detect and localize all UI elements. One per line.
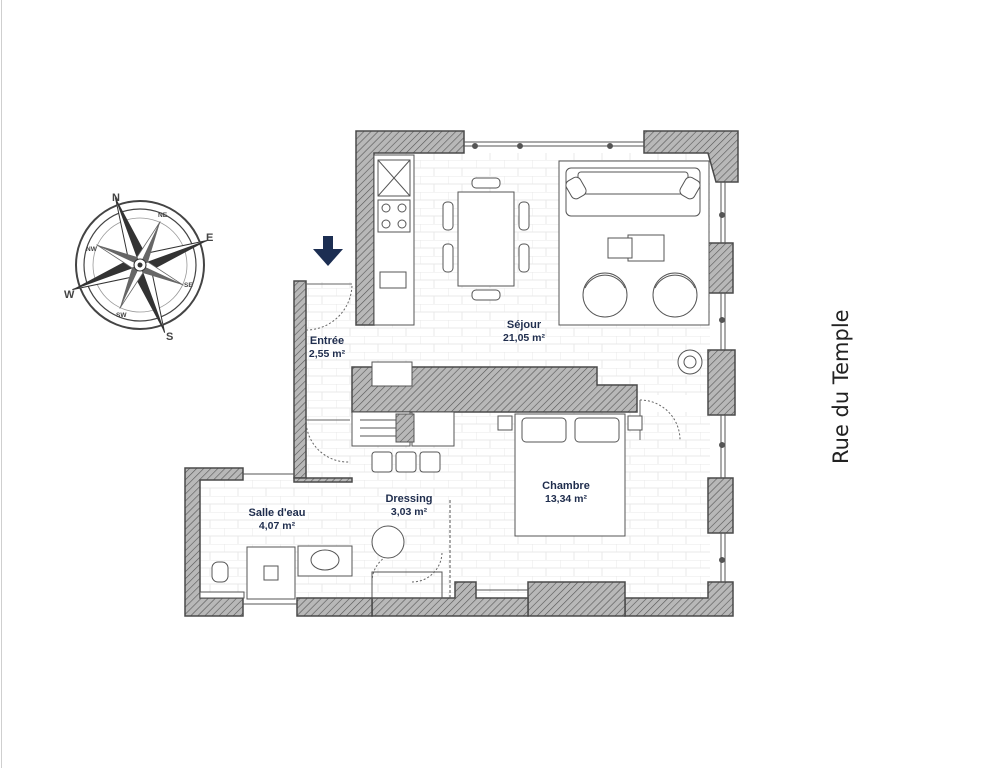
room-name-salle-eau: Salle d'eau	[248, 507, 305, 519]
compass-label-e: E	[206, 232, 213, 244]
compass-label-ne: NE	[158, 212, 168, 219]
compass-label-se: SE	[184, 282, 193, 289]
room-label-sejour: Séjour 21,05 m²	[503, 319, 546, 344]
room-name-dressing: Dressing	[385, 493, 432, 505]
compass-label-w: W	[64, 289, 75, 301]
walls	[184, 130, 739, 617]
room-label-chambre: Chambre 13,34 m²	[542, 480, 590, 505]
living-set	[558, 160, 710, 375]
room-name-sejour: Séjour	[507, 319, 542, 331]
windows	[243, 141, 726, 605]
compass-label-nw: NW	[86, 246, 98, 253]
room-area-entree: 2,55 m²	[309, 348, 346, 360]
room-label-salle-eau: Salle d'eau 4,07 m²	[248, 507, 305, 532]
room-area-chambre: 13,34 m²	[545, 493, 588, 505]
room-name-chambre: Chambre	[542, 480, 590, 492]
dressing-set	[351, 411, 455, 599]
dining-set	[442, 177, 530, 301]
room-label-entree: Entrée 2,55 m²	[309, 335, 346, 360]
compass-label-n: N	[112, 192, 120, 204]
street-name: Rue du Temple	[829, 309, 853, 464]
kitchen	[371, 154, 415, 387]
compass-label-sw: SW	[116, 312, 127, 319]
room-area-dressing: 3,03 m²	[391, 506, 428, 518]
entrance-arrow-icon	[313, 236, 343, 266]
room-name-entree: Entrée	[310, 335, 344, 347]
room-area-salle-eau: 4,07 m²	[259, 520, 296, 532]
bedroom-set	[497, 413, 643, 537]
compass-label-s: S	[166, 331, 173, 343]
compass-rose-icon: N S E W NE NW SE SW	[64, 192, 213, 343]
room-area-sejour: 21,05 m²	[503, 332, 546, 344]
room-label-dressing: Dressing 3,03 m²	[385, 493, 432, 518]
bathroom-set	[199, 545, 353, 600]
